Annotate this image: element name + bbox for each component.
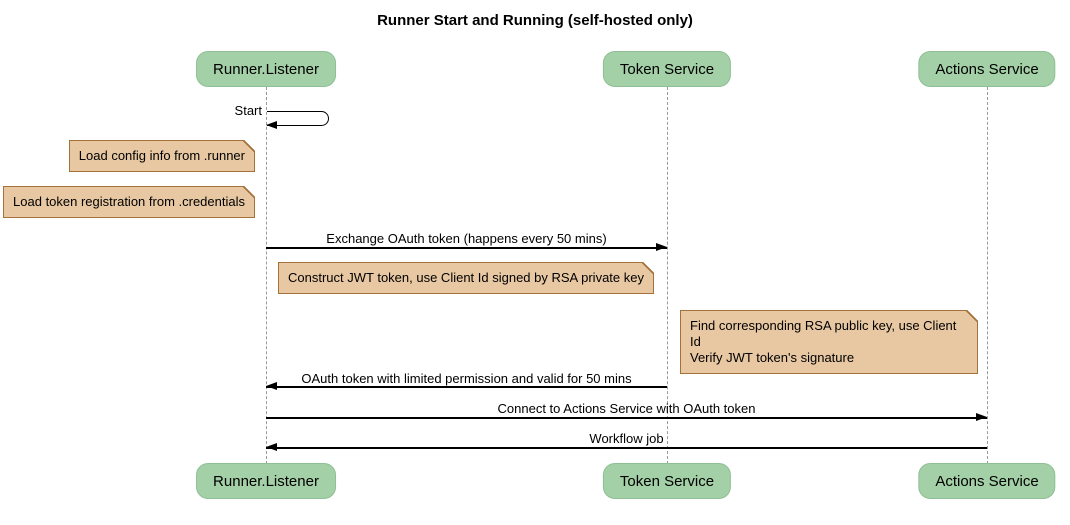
message-exchange-oauth-label: Exchange OAuth token (happens every 50 m…: [326, 231, 607, 246]
arrowhead-right-icon: [976, 413, 987, 421]
participant-actions-service-top: Actions Service: [918, 51, 1056, 87]
participant-token-service-bottom: Token Service: [602, 463, 732, 499]
arrowhead-left-icon: [266, 443, 277, 451]
message-start-label: Start: [234, 103, 262, 118]
message-oauth-token-line: [266, 386, 667, 388]
arrowhead-left-icon: [266, 121, 277, 129]
lifeline-runner-listener: [266, 87, 267, 464]
note-verify-jwt: Find corresponding RSA public key, use C…: [680, 310, 978, 374]
participant-runner-listener-top: Runner.Listener: [196, 51, 336, 87]
message-workflow-job-label: Workflow job: [589, 431, 664, 446]
arrowhead-right-icon: [656, 243, 667, 251]
note-load-token-registration: Load token registration from .credential…: [3, 186, 255, 218]
lifeline-actions-service: [987, 87, 988, 464]
message-connect-actions-line: [266, 417, 987, 419]
arrowhead-left-icon: [266, 382, 277, 390]
participant-token-service-top: Token Service: [602, 51, 732, 87]
message-oauth-token-label: OAuth token with limited permission and …: [301, 371, 632, 386]
lifeline-token-service: [667, 87, 668, 464]
message-connect-actions-label: Connect to Actions Service with OAuth to…: [497, 401, 756, 416]
message-workflow-job-line: [266, 447, 987, 449]
participant-actions-service-bottom: Actions Service: [918, 463, 1056, 499]
message-exchange-oauth-line: [266, 247, 667, 249]
note-construct-jwt: Construct JWT token, use Client Id signe…: [278, 262, 654, 294]
message-start-self-loop: [267, 111, 329, 126]
participant-runner-listener-bottom: Runner.Listener: [196, 463, 336, 499]
note-load-config: Load config info from .runner: [68, 140, 256, 172]
diagram-title: Runner Start and Running (self-hosted on…: [377, 12, 693, 29]
